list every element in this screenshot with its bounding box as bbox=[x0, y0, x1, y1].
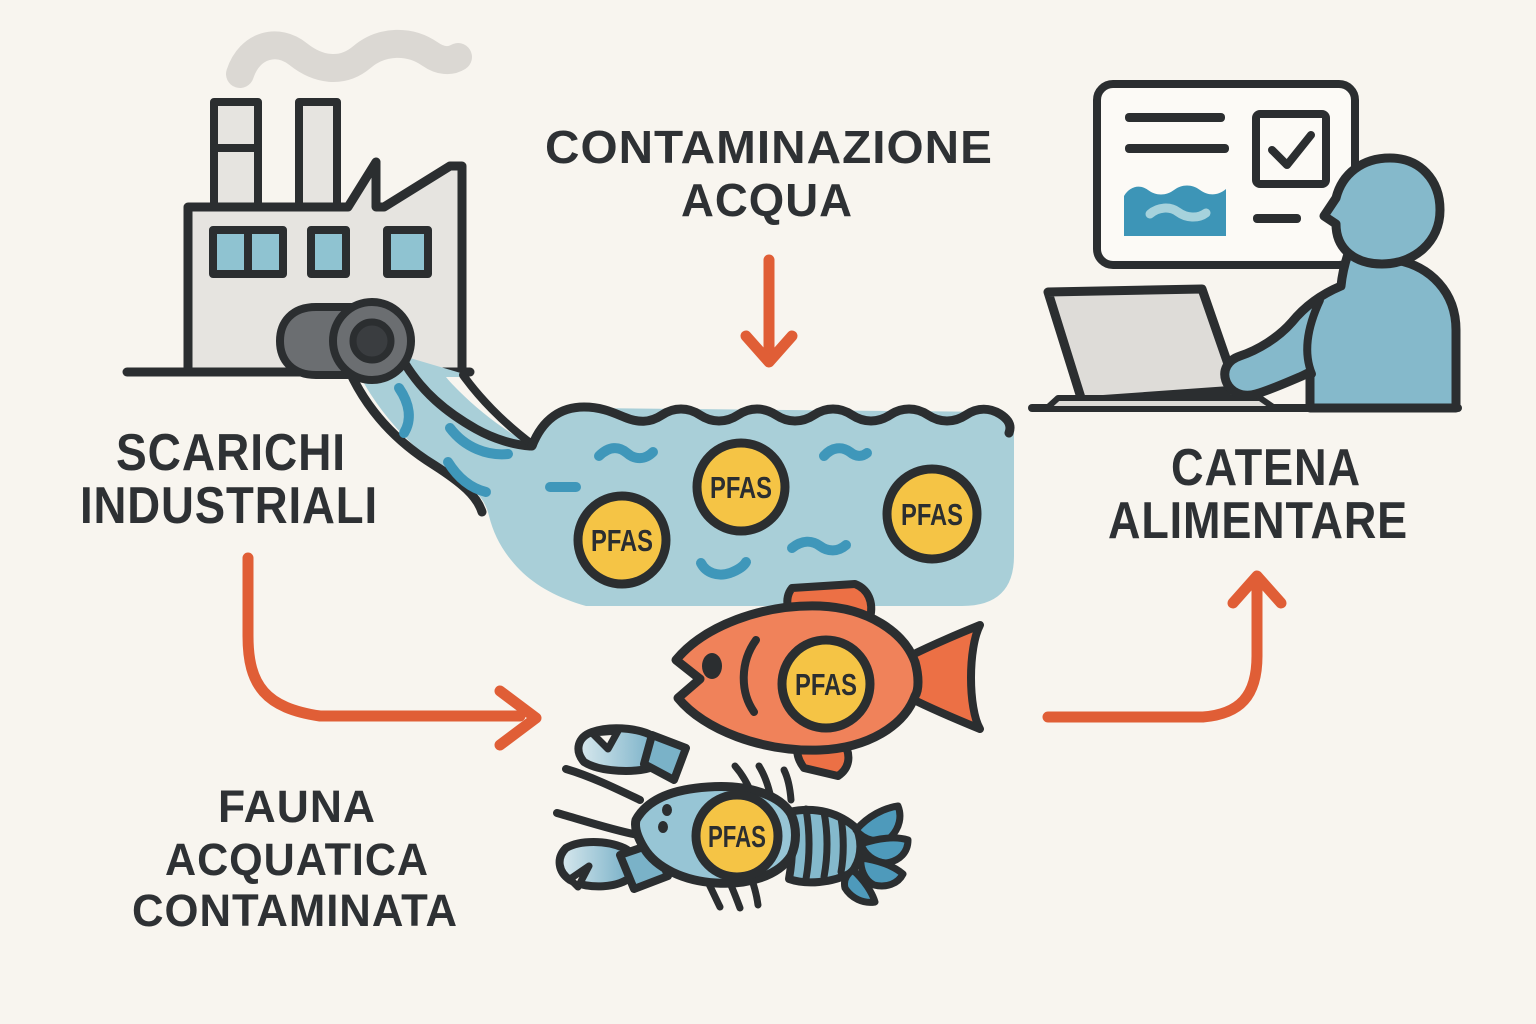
label-line: CONTAMINAZIONE bbox=[545, 121, 993, 173]
report-text-line bbox=[1253, 214, 1301, 223]
crayfish-antenna bbox=[553, 809, 642, 839]
report-text-line bbox=[1125, 113, 1225, 122]
bank-edge bbox=[459, 371, 537, 449]
crayfish-icon: PFAS bbox=[553, 724, 912, 912]
label-contaminazione-acqua: CONTAMINAZIONE ACQUA bbox=[545, 121, 993, 226]
chimney-icon bbox=[210, 98, 341, 212]
wave-accents bbox=[394, 383, 872, 580]
label-scarichi-industriali: SCARICHI INDUSTRIALI bbox=[80, 424, 378, 535]
checkmark-icon bbox=[1268, 131, 1315, 169]
label-line: CONTAMINATA bbox=[132, 885, 458, 936]
crayfish-arm-joint bbox=[640, 731, 690, 784]
label-line: INDUSTRIALI bbox=[80, 477, 378, 535]
fish-eye bbox=[702, 653, 722, 679]
smoke-icon bbox=[226, 29, 472, 88]
pfas-badge-crayfish: PFAS bbox=[691, 790, 783, 882]
waterfall-right-edge bbox=[399, 357, 535, 451]
fish-gill-line bbox=[739, 636, 760, 716]
factory-window bbox=[209, 226, 432, 278]
crayfish-claw-notch bbox=[588, 727, 622, 753]
thumbnail-wave-icon bbox=[1145, 203, 1211, 222]
label-fauna-acquatica-contaminata: FAUNA ACQUATICA CONTAMINATA bbox=[132, 781, 458, 936]
label-line: CATENA bbox=[1171, 439, 1361, 497]
pfas-badge-label: PFAS bbox=[708, 819, 766, 854]
water-surface-line bbox=[527, 402, 1015, 451]
wave-accent bbox=[819, 443, 872, 461]
pfas-badge-label: PFAS bbox=[591, 523, 653, 558]
pfas-badge-water-1: PFAS bbox=[573, 491, 671, 589]
wave-accent bbox=[787, 536, 851, 556]
waterfall-left-edge bbox=[335, 341, 487, 517]
pfas-badge-label: PFAS bbox=[795, 667, 857, 702]
label-line: ACQUA bbox=[681, 174, 853, 226]
arrow-curve-up-icon bbox=[1042, 570, 1287, 723]
pfas-badge-label: PFAS bbox=[710, 470, 772, 505]
wave-accent bbox=[696, 557, 751, 580]
person-arm-contour bbox=[1303, 296, 1324, 378]
report-text-line bbox=[1125, 144, 1229, 153]
person-body bbox=[1220, 249, 1461, 413]
crayfish-eye bbox=[662, 804, 672, 816]
person-head bbox=[1319, 153, 1445, 269]
arrow-down-icon bbox=[740, 254, 798, 368]
label-line: ACQUATICA bbox=[165, 834, 429, 885]
stream-accent bbox=[443, 457, 491, 497]
stream-accent bbox=[394, 383, 414, 438]
label-line: SCARICHI bbox=[116, 424, 346, 482]
pfas-badge-water-3: PFAS bbox=[882, 464, 982, 564]
label-line: FAUNA bbox=[218, 781, 376, 832]
person-icon bbox=[1220, 153, 1461, 413]
pfas-badge-label: PFAS bbox=[901, 497, 963, 532]
stream-accent bbox=[445, 423, 513, 460]
arrow-curve-right-icon bbox=[242, 552, 542, 751]
crayfish-antenna bbox=[562, 765, 644, 804]
label-catena-alimentare: CATENA ALIMENTARE bbox=[1108, 439, 1408, 550]
crayfish-claw-notch bbox=[566, 862, 593, 891]
crayfish-tail-bands bbox=[802, 805, 847, 883]
pfas-badge-fish: PFAS bbox=[777, 635, 875, 733]
report-card bbox=[1093, 80, 1359, 269]
water-body bbox=[335, 341, 1015, 606]
label-line: ALIMENTARE bbox=[1108, 492, 1408, 550]
wave-accent bbox=[594, 443, 658, 464]
discharge-pipe-icon bbox=[276, 298, 415, 384]
report-checkbox-icon bbox=[1252, 110, 1330, 188]
crayfish-eye bbox=[658, 821, 668, 833]
crayfish-tail-fan bbox=[841, 802, 912, 906]
pfas-badge-water-2: PFAS bbox=[692, 438, 790, 536]
fish-icon: PFAS bbox=[671, 580, 984, 780]
